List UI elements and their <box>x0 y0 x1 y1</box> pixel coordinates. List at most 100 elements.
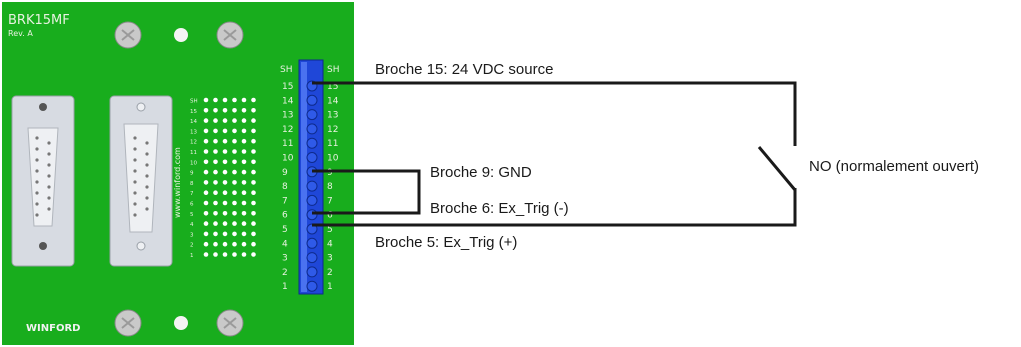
header-pad <box>232 252 237 257</box>
connector-pin <box>35 202 39 206</box>
terminal-pin-label: 4 <box>327 239 333 249</box>
header-pad <box>241 169 247 175</box>
terminal-screws <box>306 80 318 292</box>
terminal-pin-label: 5 <box>327 225 333 235</box>
header-pad <box>222 180 228 185</box>
header-pad <box>203 149 209 154</box>
header-pin-label: 1 <box>190 253 194 259</box>
terminal-pin-label: 1 <box>327 282 333 292</box>
winford-logo: WINFORD <box>26 323 80 334</box>
header-pad <box>241 97 247 103</box>
header-pad <box>203 108 209 113</box>
header-pad <box>251 211 256 216</box>
header-pad <box>213 149 218 154</box>
header-pad <box>213 138 218 144</box>
connector-pin <box>35 191 39 195</box>
mounting-screw-bottom-left <box>114 309 142 337</box>
header-pad <box>203 231 209 237</box>
header-pad <box>232 180 237 185</box>
terminal-screw <box>306 280 318 292</box>
header-pad <box>232 169 237 175</box>
connector-pin <box>133 202 137 206</box>
header-pad <box>213 190 218 195</box>
header-pad <box>251 180 256 185</box>
header-pin-label: 7 <box>190 191 194 197</box>
wiring <box>312 81 797 227</box>
header-pad <box>203 200 209 206</box>
header-pad <box>251 128 256 134</box>
terminal-pin-label: 15 <box>327 82 338 92</box>
connector-pin <box>145 196 149 200</box>
header-pad <box>222 241 228 247</box>
header-pad <box>232 97 237 103</box>
wire-pin15-to-switch <box>312 81 797 146</box>
header-pad <box>203 211 209 216</box>
connector-pin <box>35 158 39 162</box>
header-pad <box>241 149 247 154</box>
connector-pin <box>47 174 51 178</box>
header-pad <box>213 108 218 113</box>
header-pad <box>251 252 256 257</box>
header-pad <box>222 231 228 237</box>
header-pad <box>251 190 256 195</box>
header-pad <box>251 118 256 123</box>
header-pad <box>251 108 256 113</box>
terminal-screw <box>306 237 318 249</box>
header-pad <box>222 128 228 134</box>
header-pin-label: 2 <box>190 243 194 249</box>
terminal-pin-label: 3 <box>327 254 333 264</box>
terminal-pin-label: 10 <box>327 154 339 164</box>
terminal-pin-label: 4 <box>282 239 288 249</box>
connector-pin <box>133 191 137 195</box>
terminal-pin-label: 13 <box>282 111 293 121</box>
pin-header-grid <box>203 97 256 257</box>
label-pin5: Broche 5: Ex_Trig (+) <box>375 234 517 251</box>
terminal-header-left: SH <box>280 65 292 75</box>
header-pad <box>222 97 228 103</box>
terminal-screw <box>306 123 318 135</box>
label-pin9: Broche 9: GND <box>430 164 532 181</box>
header-pad <box>241 138 247 144</box>
header-pad <box>222 159 228 165</box>
connector-pin <box>133 136 137 140</box>
header-pad <box>222 190 228 195</box>
header-pad <box>222 252 228 257</box>
label-pin6: Broche 6: Ex_Trig (-) <box>430 200 569 217</box>
terminal-screw <box>306 152 318 163</box>
connector-pin <box>145 207 149 211</box>
header-pad <box>213 169 218 175</box>
header-pad <box>213 159 218 165</box>
terminal-pin-label: 8 <box>282 182 288 192</box>
terminal-pin-label: 1 <box>282 282 288 292</box>
header-pad <box>203 169 209 175</box>
header-pad <box>251 241 256 247</box>
wire-pin5-to-switch <box>312 188 797 227</box>
header-pad <box>222 108 228 113</box>
header-pad <box>241 128 247 134</box>
terminal-pin-label: 15 <box>282 82 293 92</box>
terminal-pin-label: 11 <box>282 139 293 149</box>
header-pad <box>241 200 247 206</box>
label-pin15: Broche 15: 24 VDC source <box>375 61 553 78</box>
header-pad <box>241 231 247 237</box>
board-website: www.winford.com <box>173 147 182 218</box>
header-pin-label: 10 <box>190 160 197 166</box>
terminal-screw <box>306 194 318 206</box>
header-pad <box>251 169 256 175</box>
header-pad <box>241 241 247 247</box>
header-pad <box>232 159 237 165</box>
header-pad <box>222 138 228 144</box>
header-pad <box>203 138 209 144</box>
header-pad <box>203 180 209 185</box>
header-pin-label: 14 <box>190 119 197 125</box>
header-pad <box>213 200 218 206</box>
header-pad <box>251 149 256 154</box>
header-pad <box>232 108 237 113</box>
header-pad <box>241 190 247 195</box>
connector-pin <box>145 141 149 145</box>
connector-pin <box>47 141 51 145</box>
terminal-pin-label: 14 <box>282 96 294 106</box>
header-pad <box>222 200 228 206</box>
mounting-hole-top <box>174 28 188 42</box>
